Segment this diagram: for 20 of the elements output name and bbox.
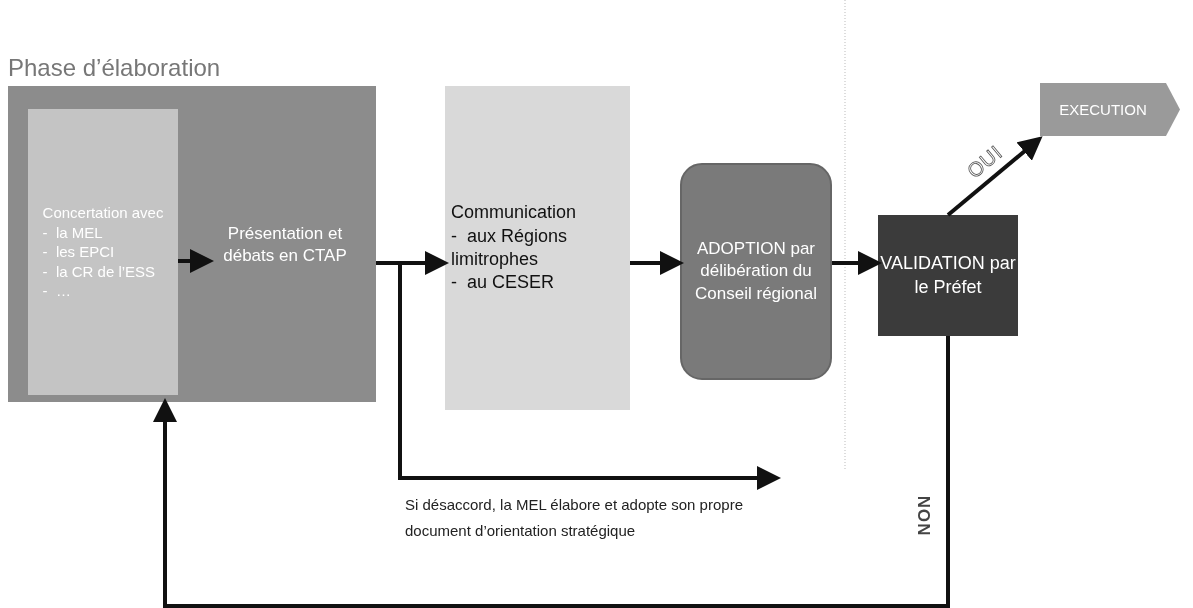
node-text: ADOPTION par délibération du Conseil régional: [694, 238, 818, 305]
chevron-box: [1040, 83, 1180, 136]
edge-label: OUI: [962, 140, 1008, 184]
arrow: [630, 251, 684, 275]
node-text: Concertation avec - la MEL - les EPCI - la CR de l’ESS - …: [41, 203, 165, 301]
process-box: [28, 109, 178, 395]
node-text: VALIDATION par le Préfet: [879, 252, 1017, 299]
note-text: Si désaccord, la MEL élabore et adopte son propre document d’orientation stratégique: [405, 495, 744, 542]
arrow: [832, 251, 882, 275]
node-text: Présentation et débats en CTAP: [222, 222, 348, 267]
node-text: Communication - aux Régions limitrophes - au CESER: [450, 201, 578, 295]
process-box: [445, 86, 630, 410]
section-heading: Phase d’élaboration: [8, 53, 221, 83]
process-box: [680, 163, 832, 380]
decision-box: [878, 215, 1018, 336]
arrow: [153, 336, 950, 608]
edge-label: NON: [915, 494, 935, 536]
node-text: EXECUTION: [1058, 99, 1148, 120]
arrow: [946, 136, 1043, 217]
arrow: [178, 249, 214, 273]
